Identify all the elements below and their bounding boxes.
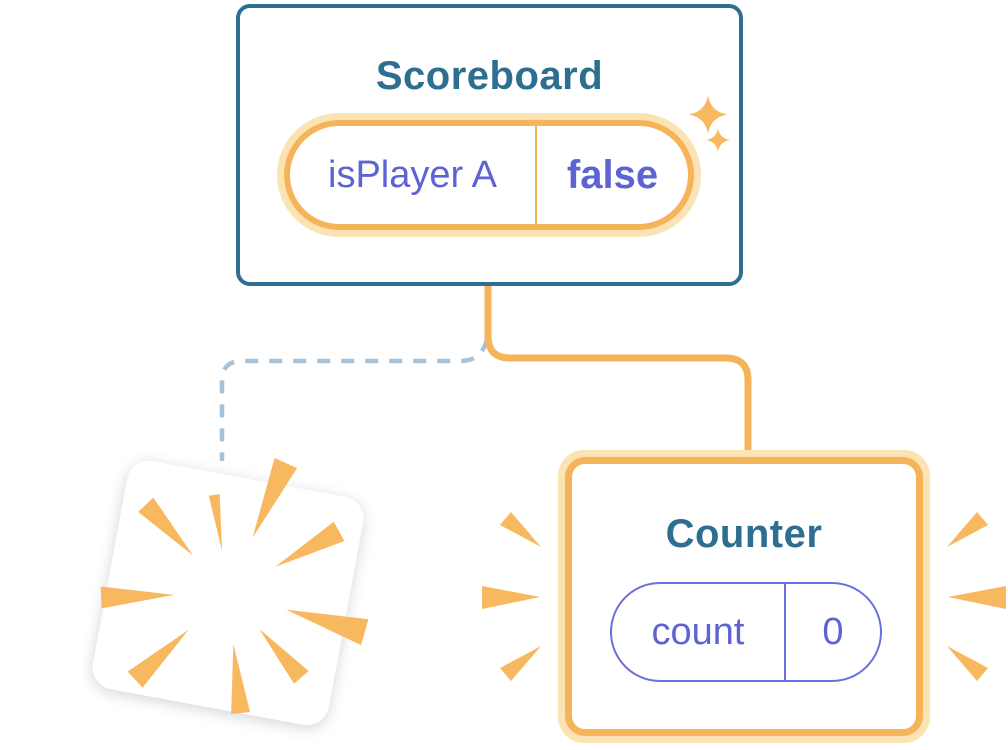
scoreboard-title: Scoreboard [375,54,604,98]
destroyed-component-card [88,457,368,729]
scoreboard-component-card: Scoreboard isPlayer A false [236,4,743,286]
scoreboard-state-pill: isPlayer A false [284,120,694,230]
counter-component-card: Counter count 0 [558,450,930,743]
state-value-label: false [535,126,688,224]
state-value-label: 0 [784,584,880,680]
discarded-state-connector-dashed [219,338,490,461]
state-name-label: count [651,610,745,653]
state-name-label: isPlayer A [328,153,497,196]
kept-state-connector [484,284,752,456]
sparkles-icon [688,95,730,152]
counter-title: Counter [665,512,823,556]
counter-state-pill: count 0 [610,582,882,682]
